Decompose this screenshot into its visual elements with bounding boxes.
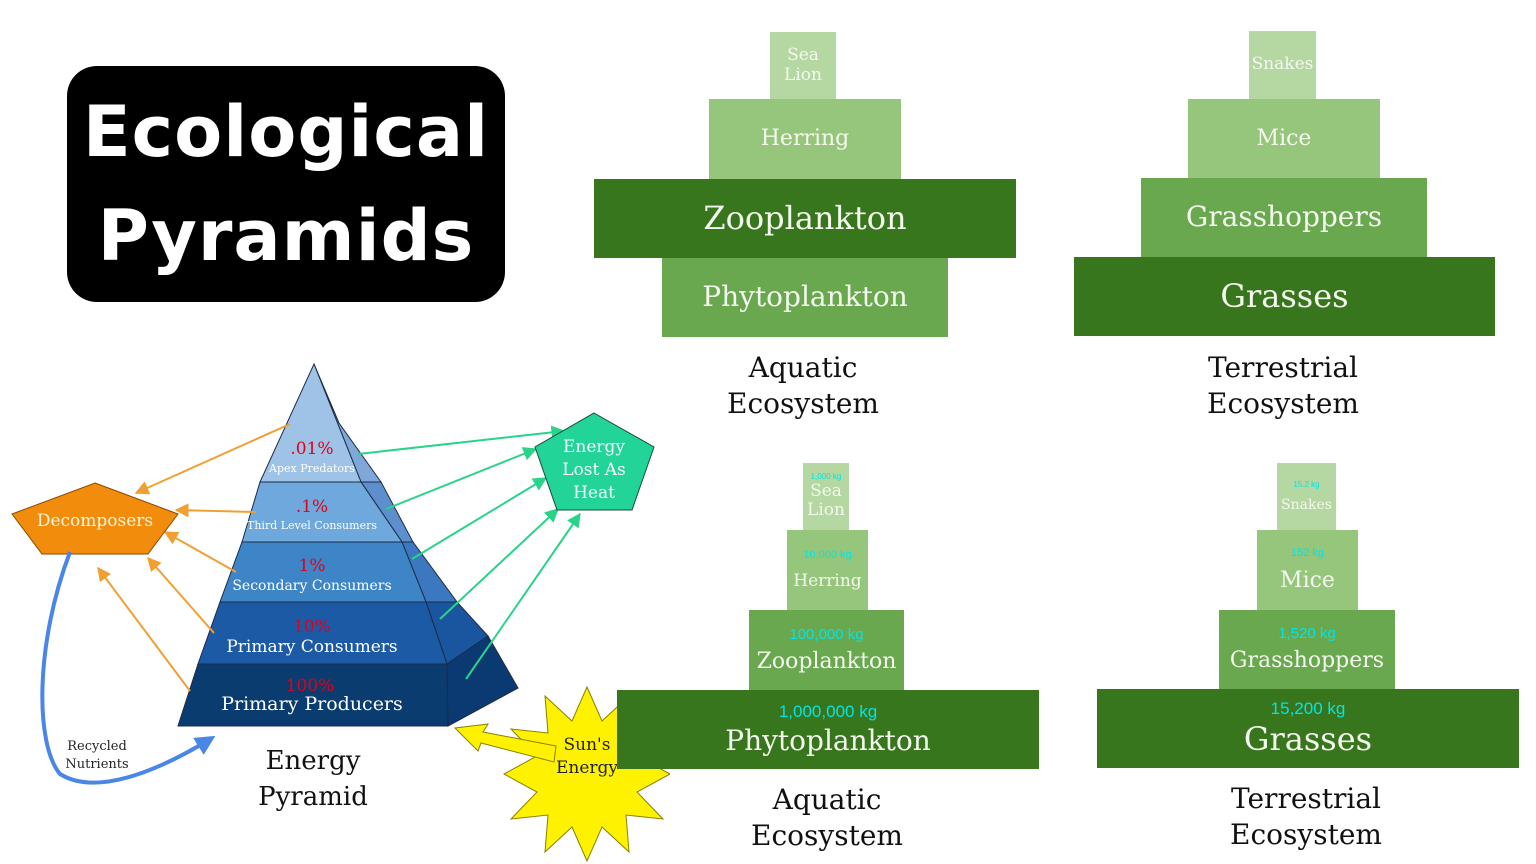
- decomposers-shape: [11, 482, 179, 555]
- tier-mass: 10,000 kg: [803, 548, 852, 561]
- caption-line: Aquatic: [748, 351, 858, 384]
- primary-producers-label: Primary Producers: [221, 693, 403, 715]
- tier-label: Lion: [807, 500, 845, 521]
- tier-label: Grasshoppers: [1185, 200, 1383, 234]
- third-label: Third Level Consumers: [247, 519, 377, 532]
- arrows-to-decomposers: [97, 423, 291, 692]
- tier-label: Herring: [793, 570, 862, 591]
- caption-line: Ecosystem: [751, 819, 903, 853]
- recycled-nutrients-arrow: [40, 551, 216, 785]
- aquatic-tier-sea-lion: Sea Lion: [770, 32, 836, 99]
- level-primary-producers: [177, 663, 449, 727]
- pyramid-front-faces: [177, 362, 449, 727]
- decomposers-label: Decomposers: [37, 511, 153, 531]
- tier-label: Zooplankton: [756, 648, 897, 674]
- tier-label: Snakes: [1281, 497, 1332, 514]
- tier-label: Phytoplankton: [702, 280, 908, 314]
- terrestrial-tier-grasshoppers: Grasshoppers: [1141, 178, 1427, 257]
- caption-line: Aquatic: [772, 783, 882, 816]
- aquatic-biomass-tier-zooplankton: 100,000 kg Zooplankton: [749, 610, 904, 690]
- sun-label-1: Sun's: [564, 735, 611, 755]
- terrestrial-biomass-tier-mice: 152 kg Mice: [1257, 530, 1358, 610]
- terrestrial-biomass-tier-grasses: 15,200 kg Grasses: [1097, 689, 1519, 768]
- tier-mass: 1,000 kg: [810, 472, 842, 482]
- recycled-label-1: Recycled: [67, 739, 127, 754]
- tier-label: Phytoplankton: [725, 724, 931, 758]
- aquatic-numbers-caption: Aquatic Ecosystem: [680, 350, 926, 423]
- apex-percent: .01%: [290, 439, 333, 459]
- energy-pyramid-diagram: .01% Apex Predators .1% Third Level Cons…: [11, 362, 670, 863]
- energy-pyramid-caption-2: Pyramid: [258, 782, 368, 812]
- aquatic-biomass-caption: Aquatic Ecosystem: [704, 782, 950, 855]
- tier-mass: 1,000,000 kg: [778, 701, 878, 721]
- apex-label: Apex Predators: [268, 462, 355, 475]
- page-title: Ecological Pyramids: [67, 66, 505, 302]
- primary-producers-percent: 100%: [286, 676, 335, 696]
- caption-line: Terrestrial: [1207, 351, 1359, 384]
- aquatic-tier-zooplankton: Zooplankton: [594, 179, 1016, 258]
- tier-mass: 15.2 kg: [1293, 479, 1320, 489]
- tier-label: Sea: [810, 480, 842, 501]
- tier-label: Mice: [1280, 567, 1335, 593]
- third-percent: .1%: [296, 497, 328, 517]
- heat-shape: [534, 412, 655, 511]
- primary-consumers-label: Primary Consumers: [226, 637, 397, 657]
- heat-label-2: Lost As: [562, 460, 625, 480]
- recycled-label-2: Nutrients: [65, 757, 128, 772]
- energy-pyramid-caption-1: Energy: [266, 746, 361, 776]
- title-line-1: Ecological: [82, 91, 490, 173]
- heat-label-3: Heat: [573, 483, 615, 503]
- aquatic-tier-phytoplankton: Phytoplankton: [662, 258, 948, 337]
- tier-mass: 152 kg: [1290, 547, 1325, 560]
- tier-label: Grasses: [1220, 277, 1349, 316]
- tier-label: Zooplankton: [703, 199, 907, 238]
- title-line-2: Pyramids: [97, 195, 475, 277]
- terrestrial-tier-snakes: Snakes: [1249, 31, 1316, 99]
- caption-line: Terrestrial: [1230, 782, 1382, 815]
- terrestrial-tier-mice: Mice: [1188, 99, 1380, 178]
- caption-line: Ecosystem: [1207, 387, 1359, 421]
- sun-arrow: [453, 723, 557, 763]
- arrows-to-heat: [357, 425, 581, 680]
- tier-label: Grasses: [1243, 719, 1373, 758]
- tier-label: Snakes: [1251, 54, 1314, 75]
- tier-mass: 100,000 kg: [789, 625, 864, 643]
- heat-label-1: Energy: [563, 437, 625, 457]
- tier-mass: 1,520 kg: [1278, 625, 1336, 643]
- caption-line: Ecosystem: [1230, 818, 1382, 852]
- tier-label: Grasshoppers: [1229, 648, 1385, 674]
- primary-consumers-percent: 10%: [293, 617, 331, 637]
- aquatic-tier-herring: Herring: [709, 99, 901, 179]
- tier-label: Sea: [787, 44, 819, 65]
- tier-mass: 15,200 kg: [1270, 699, 1346, 719]
- tier-label: Lion: [784, 64, 822, 85]
- aquatic-biomass-tier-sea-lion: 1,000 kg Sea Lion: [803, 463, 849, 530]
- caption-line: Ecosystem: [727, 387, 879, 421]
- terrestrial-biomass-caption: Terrestrial Ecosystem: [1183, 781, 1429, 854]
- terrestrial-biomass-tier-grasshoppers: 1,520 kg Grasshoppers: [1219, 610, 1395, 689]
- secondary-label: Secondary Consumers: [232, 578, 391, 594]
- terrestrial-biomass-tier-snakes: 15.2 kg Snakes: [1277, 463, 1336, 530]
- terrestrial-tier-grasses: Grasses: [1074, 257, 1495, 336]
- tier-label: Mice: [1256, 125, 1312, 151]
- aquatic-biomass-tier-herring: 10,000 kg Herring: [787, 530, 868, 610]
- secondary-percent: 1%: [299, 556, 326, 576]
- tier-label: Herring: [760, 126, 850, 152]
- terrestrial-numbers-caption: Terrestrial Ecosystem: [1160, 350, 1406, 423]
- aquatic-biomass-tier-phytoplankton: 1,000,000 kg Phytoplankton: [617, 690, 1039, 769]
- sun-label-2: Energy: [556, 758, 618, 778]
